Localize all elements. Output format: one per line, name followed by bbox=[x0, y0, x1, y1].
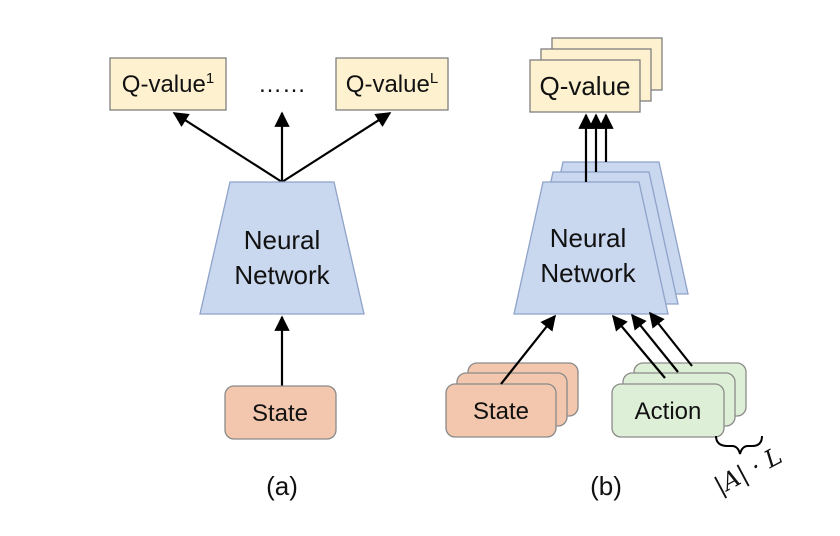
q-value-first-box: Q-value1 bbox=[109, 57, 227, 111]
arrow-action-3 bbox=[649, 311, 693, 367]
arrow-to-q-value-first bbox=[172, 112, 283, 183]
action-b-label: Action bbox=[635, 398, 702, 425]
arrow-state-to-network-b bbox=[500, 314, 556, 385]
q-value-stack: Q-value bbox=[529, 37, 663, 113]
action-stack: Action bbox=[611, 362, 747, 438]
action-brace bbox=[715, 435, 763, 455]
nn-a-line2: Network bbox=[234, 260, 330, 290]
q-value-last-superscript: L bbox=[430, 70, 438, 87]
arrow-action-2 bbox=[631, 313, 679, 373]
neural-network-stack: Neural Network bbox=[513, 161, 689, 315]
q-value-first-superscript: 1 bbox=[206, 70, 214, 87]
state-a-label: State bbox=[252, 400, 308, 427]
state-stack: State bbox=[445, 362, 579, 438]
svg-text:Q-valueL: Q-valueL bbox=[346, 70, 438, 98]
nn-b-line2: Network bbox=[540, 258, 636, 288]
state-b-label: State bbox=[473, 398, 529, 425]
q-value-b-label: Q-value bbox=[539, 71, 630, 101]
arrow-to-q-value-last bbox=[281, 112, 392, 183]
svg-text:Q-value1: Q-value1 bbox=[122, 70, 214, 98]
nn-b-line1: Neural bbox=[550, 223, 627, 253]
q-value-first-label: Q-value bbox=[122, 71, 206, 98]
neural-network-a: Neural Network bbox=[199, 181, 365, 315]
arrow-action-1 bbox=[612, 314, 666, 379]
panel-a: Q-value1 …… Q-valueL Neural Network Stat… bbox=[109, 57, 449, 501]
brace-label: |A| · L bbox=[710, 442, 787, 502]
q-value-last-label: Q-value bbox=[346, 71, 430, 98]
q-value-last-box: Q-valueL bbox=[335, 57, 449, 111]
state-box-a: State bbox=[224, 385, 337, 440]
panel-b: Q-value Neural Network State Action bbox=[445, 37, 787, 502]
ellipsis-dots: …… bbox=[258, 71, 306, 98]
caption-b: (b) bbox=[590, 471, 622, 501]
caption-a: (a) bbox=[266, 471, 298, 501]
nn-a-line1: Neural bbox=[244, 225, 321, 255]
